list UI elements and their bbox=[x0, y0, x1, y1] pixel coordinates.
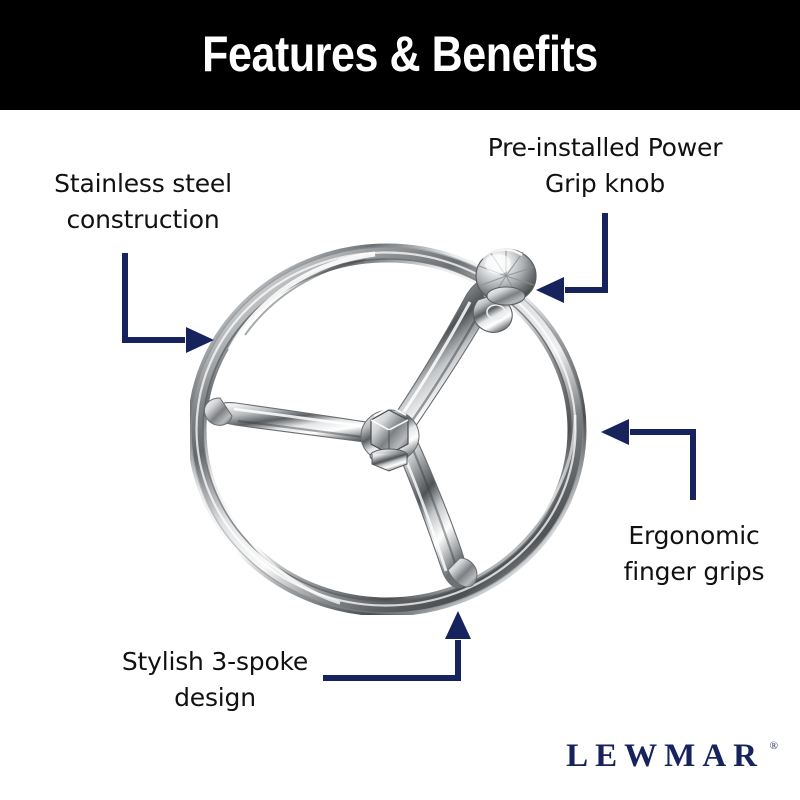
lewmar-logo: LEWMAR ® bbox=[530, 738, 780, 774]
header-banner: Features & Benefits bbox=[0, 0, 800, 110]
callout-label-stainless-steel-construction: Stainless steel construction bbox=[54, 169, 232, 234]
callout-label-ergonomic-finger-grips: Ergonomic finger grips bbox=[623, 521, 765, 586]
product-image-steering-wheel bbox=[190, 243, 587, 615]
lewmar-wordmark: LEWMAR bbox=[566, 738, 764, 774]
power-grip-knob bbox=[472, 248, 537, 333]
page-title: Features & Benefits bbox=[202, 26, 598, 82]
registered-trademark-symbol: ® bbox=[769, 740, 778, 752]
center-hex-nut bbox=[360, 405, 420, 472]
callout-arrow-ergonomic-finger-grips bbox=[601, 419, 696, 500]
callout-label-pre-installed-power-grip-knob: Pre-installed Power Grip knob bbox=[487, 133, 723, 198]
wheel-rim bbox=[190, 243, 587, 615]
callout-label-stylish-3-spoke-design: Stylish 3-spoke design bbox=[121, 647, 309, 712]
